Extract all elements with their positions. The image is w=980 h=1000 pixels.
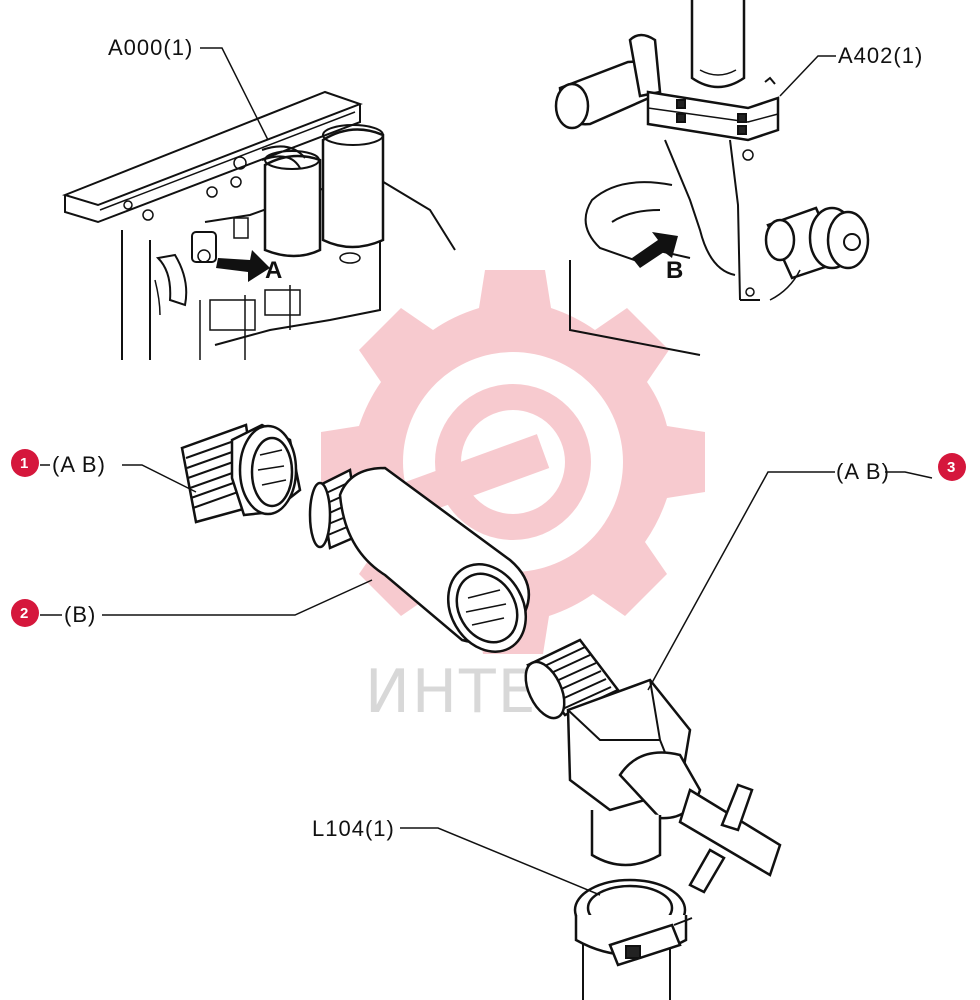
- view-marker-b: B: [632, 232, 683, 284]
- clamp-ref-label: L104(1): [312, 816, 395, 841]
- view-marker-a-label: A: [265, 257, 282, 284]
- callout-item-1: 1 (A B): [11, 449, 106, 477]
- badge-1: [11, 449, 39, 477]
- leader-item-1: [122, 464, 197, 493]
- part-3-drain-valve: [524, 638, 782, 894]
- hose-clamp-illustration: [573, 878, 693, 1000]
- badge-2: [11, 599, 39, 627]
- engine-ref-label: A000(1): [108, 35, 193, 60]
- part-2-elbow-pipe: [308, 466, 530, 653]
- callout-filter-ref: A402(1): [779, 43, 923, 97]
- badge-1-number: 1: [20, 455, 28, 472]
- item-2-label: (B): [64, 602, 96, 627]
- engine-block-illustration: [61, 90, 456, 360]
- view-marker-a: A: [216, 250, 282, 284]
- callout-item-3: (A B) 3: [836, 453, 966, 484]
- part-1-threaded-plug: [180, 423, 302, 524]
- callout-clamp-ref: L104(1): [312, 816, 395, 841]
- view-marker-b-label: B: [666, 257, 683, 284]
- badge-3: [938, 453, 966, 481]
- filter-assembly-illustration: [554, 0, 870, 356]
- callout-engine-ref: A000(1): [108, 35, 269, 141]
- badge-2-number: 2: [20, 605, 28, 622]
- leader-item-3: [647, 471, 835, 691]
- item-3-label: (A B): [836, 459, 890, 484]
- leader-item-2: [102, 579, 373, 616]
- leader-clamp: [400, 827, 601, 896]
- badge-3-number: 3: [947, 459, 955, 476]
- filter-ref-label: A402(1): [838, 43, 923, 68]
- item-1-label: (A B): [52, 452, 106, 477]
- leader-item-3-tail: [885, 471, 933, 479]
- callout-item-2: 2 (B): [11, 599, 96, 627]
